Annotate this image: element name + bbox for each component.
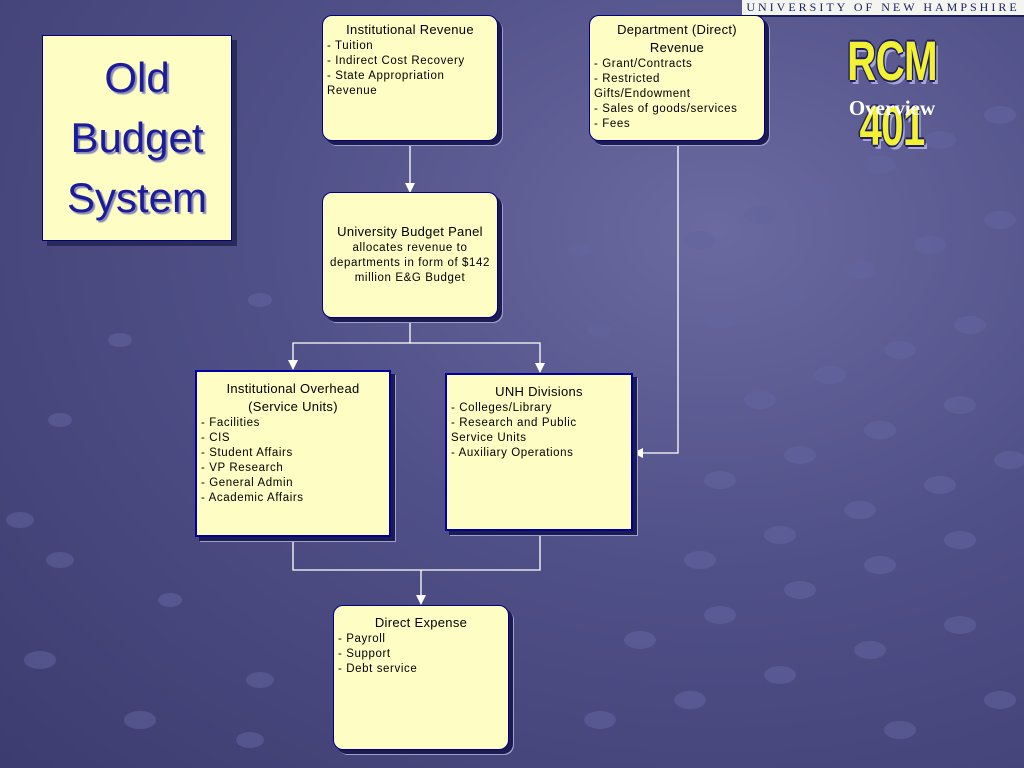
list-item: Revenue — [327, 85, 378, 97]
institutional-overhead-box: Institutional Overhead (Service Units) -… — [195, 370, 391, 537]
list-item: - Auxiliary Operations — [451, 447, 574, 459]
list-item: - Debt service — [338, 663, 418, 675]
connector-divisions-to-merge — [421, 531, 541, 571]
box-title: UNH Divisions — [495, 384, 583, 399]
arrow-panel-to-overhead — [288, 318, 411, 370]
slide-title-line: Old — [104, 54, 170, 101]
list-item: - General Admin — [201, 477, 294, 489]
list-item: - Academic Affairs — [201, 492, 304, 504]
list-item: - Support — [338, 648, 391, 660]
list-item: - Research and Public — [451, 417, 577, 429]
institutional-revenue-box: Institutional Revenue - Tuition - Indire… — [322, 15, 498, 141]
list-item: - Indirect Cost Recovery — [327, 55, 465, 67]
list-item: Service Units — [451, 432, 527, 444]
list-item: Gifts/Endowment — [594, 88, 691, 100]
direct-expense-box: Direct Expense - Payroll - Support - Deb… — [333, 605, 509, 750]
list-item: - Tuition — [327, 40, 374, 52]
box-title: Institutional Revenue — [346, 22, 474, 37]
list-item: - Colleges/Library — [451, 402, 552, 414]
list-item: - Student Affairs — [201, 447, 293, 459]
box-title: Institutional Overhead (Service Units) — [226, 381, 360, 414]
list-item: - Payroll — [338, 633, 386, 645]
university-budget-panel-box: University Budget Panel allocates revenu… — [322, 192, 498, 318]
list-item: - Fees — [594, 118, 631, 130]
slide-subtitle: Overview — [848, 96, 936, 120]
arrow-dept-revenue-to-divisions — [633, 142, 679, 458]
list-item: - Facilities — [201, 417, 260, 429]
connector-overhead-to-merge — [292, 537, 421, 571]
arrow-panel-to-divisions — [410, 342, 545, 373]
slide-title-line: System — [66, 174, 208, 221]
slide-title-box: Old Budget System — [42, 35, 232, 241]
department-revenue-box: Department (Direct) Revenue - Grant/Cont… — [589, 15, 765, 141]
list-item: - VP Research — [201, 462, 284, 474]
list-item: - Grant/Contracts — [594, 58, 693, 70]
box-title: Direct Expense — [374, 615, 468, 630]
list-item: - Restricted — [594, 73, 660, 85]
box-title: Department (Direct) Revenue — [617, 22, 737, 55]
box-description: allocates revenue to departments in form… — [329, 242, 491, 284]
list-item: - State Appropriation — [327, 70, 445, 82]
list-item: - CIS — [201, 432, 231, 444]
university-name: UNIVERSITY OF NEW HAMPSHIRE — [746, 0, 1020, 14]
box-title: University Budget Panel — [337, 224, 483, 239]
slide-title-line: Budget — [70, 114, 204, 161]
university-header-bar: UNIVERSITY OF NEW HAMPSHIRE — [742, 0, 1024, 17]
list-item: - Sales of goods/services — [594, 103, 738, 115]
unh-divisions-box: UNH Divisions - Colleges/Library - Resea… — [445, 373, 633, 531]
rcm-401-logo: RCM 401 — [847, 29, 937, 157]
